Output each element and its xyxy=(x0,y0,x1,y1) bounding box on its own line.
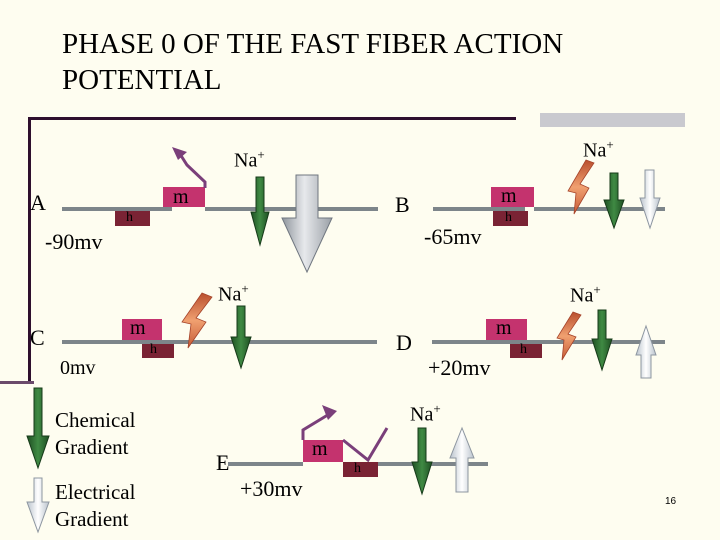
electrical-gradient-legend-icon xyxy=(26,477,50,534)
legend-chemical-line2: Gradient xyxy=(55,435,129,459)
electrical-gradient-arrow-d xyxy=(635,324,657,379)
legend-electrical-line1: Electrical xyxy=(55,480,136,504)
panel-e-letter: E xyxy=(216,450,230,475)
panel-c-gate-h: h xyxy=(150,342,157,357)
page-number: 16 xyxy=(665,496,677,507)
panel-b-letter: B xyxy=(395,192,410,217)
chemical-gradient-arrow-b xyxy=(603,172,625,230)
panel-a-ion-label: Na+ xyxy=(234,147,265,172)
panel-d-ion-label: Na+ xyxy=(570,282,601,307)
gate-h-c xyxy=(142,344,174,358)
membrane-a-left xyxy=(62,207,172,211)
gate-h-a xyxy=(115,211,150,226)
panel-a-voltage: -90mv xyxy=(45,229,103,254)
panel-b-voltage: -65mv xyxy=(424,224,482,249)
legend-electrical-line2: Gradient xyxy=(55,507,129,531)
membrane-d-left xyxy=(432,340,530,344)
panel-d-voltage: +20mv xyxy=(428,355,491,380)
panel-d-letter: D xyxy=(396,330,412,355)
panel-a xyxy=(62,147,378,274)
chemical-gradient-arrow-a xyxy=(250,176,270,247)
title-rule xyxy=(28,117,516,120)
title-accent-bar xyxy=(540,113,685,127)
panel-e-voltage: +30mv xyxy=(240,476,303,501)
left-accent-bar xyxy=(28,120,31,382)
chemical-gradient-legend-icon xyxy=(26,387,50,470)
panel-d-gate-m: m xyxy=(496,317,512,339)
panel-c-voltage: 0mv xyxy=(60,357,96,379)
chemical-gradient-arrow-d xyxy=(591,309,613,372)
open-gate-a xyxy=(178,153,207,188)
panel-e-gate-m: m xyxy=(312,438,328,460)
panel-a-gate-h: h xyxy=(126,210,133,225)
electrical-gradient-arrow-a xyxy=(281,174,333,274)
membrane-b-right xyxy=(534,207,665,211)
gate-h-e xyxy=(343,462,378,477)
gate-m-a xyxy=(163,187,205,207)
gate-m-e xyxy=(303,440,343,462)
ion-direction-arrow-e xyxy=(322,405,337,420)
panel-c-gate-m: m xyxy=(130,317,146,339)
open-gate-e xyxy=(301,411,332,440)
panel-c xyxy=(62,292,377,370)
chemical-gradient-arrow-c xyxy=(230,305,252,370)
legend-electrical-gradient: Electrical Gradient xyxy=(55,479,135,533)
panel-b-gate-h: h xyxy=(505,210,512,225)
panel-e-gate-h: h xyxy=(354,461,361,476)
panel-c-letter: C xyxy=(30,325,45,350)
membrane-a-right xyxy=(205,207,378,211)
membrane-e-right xyxy=(378,462,488,466)
lightning-bolt-icon-c xyxy=(181,292,213,349)
gate-m-d xyxy=(486,319,527,340)
ion-direction-arrow-a xyxy=(172,147,187,160)
gate-m-b xyxy=(491,187,534,207)
lightning-bolt-icon-b xyxy=(567,159,595,215)
panel-b xyxy=(433,159,665,230)
panel-b-ion-label: Na+ xyxy=(583,137,614,162)
gate-m-c xyxy=(122,319,162,340)
membrane-c-left xyxy=(62,340,172,344)
chemical-gradient-arrow-e xyxy=(411,427,433,496)
legend-chemical-line1: Chemical xyxy=(55,408,136,432)
gate-h-b xyxy=(493,211,528,226)
membrane-c-right xyxy=(172,340,377,344)
inactivation-gate-e xyxy=(342,427,389,463)
panel-b-gate-m: m xyxy=(501,185,517,207)
panel-e xyxy=(228,405,488,496)
lightning-bolt-icon-d xyxy=(556,311,582,361)
panel-d xyxy=(432,309,665,379)
membrane-b-left xyxy=(433,207,525,211)
legend-chemical-gradient: Chemical Gradient xyxy=(55,407,135,461)
left-accent-tail xyxy=(0,381,34,384)
panel-c-ion-label: Na+ xyxy=(218,281,249,306)
panel-d-gate-h: h xyxy=(520,342,527,357)
panel-a-letter: A xyxy=(30,190,46,215)
page-title: PHASE 0 OF THE FAST FIBER ACTION POTENTI… xyxy=(62,28,564,96)
panel-a-gate-m: m xyxy=(173,186,189,208)
gate-h-d xyxy=(510,344,542,358)
membrane-e-left xyxy=(228,462,303,466)
electrical-gradient-arrow-e xyxy=(449,426,475,493)
panel-e-ion-label: Na+ xyxy=(410,401,441,426)
electrical-gradient-arrow-b xyxy=(639,169,661,230)
